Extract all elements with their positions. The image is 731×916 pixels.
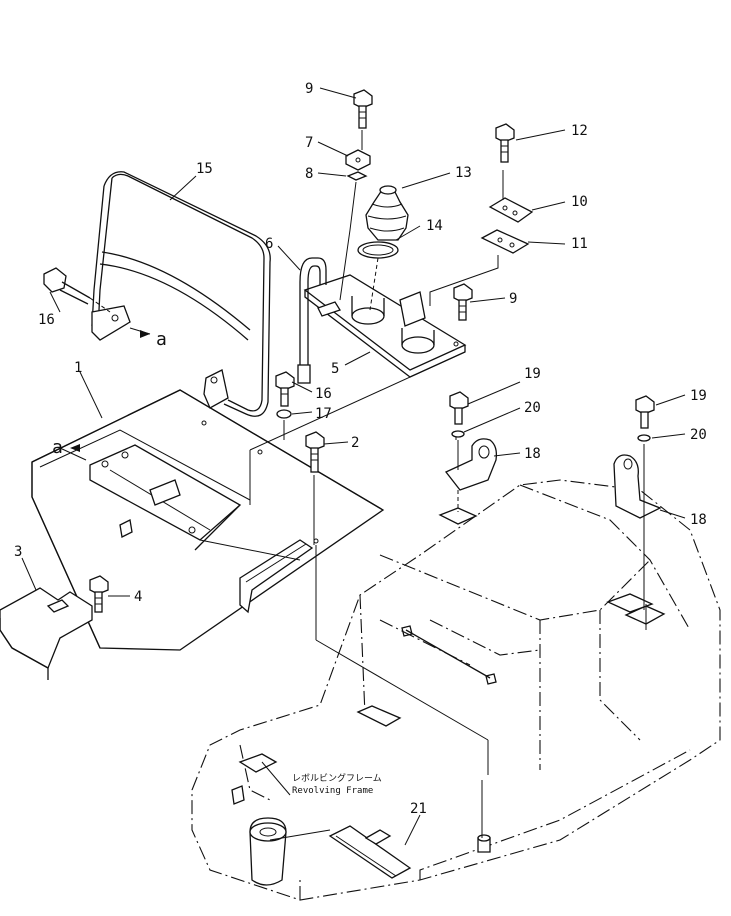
callout-17: 17 [315,406,332,422]
control-plate [303,274,467,378]
bolt-16-center [275,371,295,440]
callout-18-right: 18 [690,512,707,528]
bolt-12 [495,123,515,163]
callout-21: 21 [410,801,427,817]
bolt-9-top [353,89,373,150]
arrow-left-icon [70,444,80,452]
guard-rail [91,171,271,417]
callout-20-left: 20 [524,400,541,416]
callout-6: 6 [265,236,273,252]
callout-14: 14 [426,218,443,234]
bracket-18-right [613,454,662,519]
callouts: 1 2 3 4 5 6 7 8 9 9 10 11 12 13 14 15 16… [14,81,707,817]
callout-2: 2 [351,435,359,451]
boot-13 [365,185,409,241]
leader-lines [21,87,686,846]
callout-11: 11 [571,236,588,252]
rod-6 [297,257,327,384]
view-letter-a-cover: a [52,437,63,458]
callout-8: 8 [305,166,313,182]
bolt-4 [89,575,109,613]
clip-7-washer-8 [339,149,371,301]
callout-7: 7 [305,135,313,151]
callout-4: 4 [134,589,142,605]
plate-10-11 [429,170,534,306]
callout-12: 12 [571,123,588,139]
revolving-frame [191,479,721,901]
callout-1: 1 [74,360,82,376]
callout-19-right: 19 [690,388,707,404]
callout-15: 15 [196,161,213,177]
bracket-18-left [444,432,498,512]
callout-16-left: 16 [38,312,55,328]
callout-3: 3 [14,544,22,560]
callout-9-top: 9 [305,81,313,97]
bolt-19-left [449,391,469,438]
guide-lines [59,327,647,841]
frame-label-jp: レボルビングフレーム [292,772,382,784]
bolt-2 [305,431,325,545]
arrow-icons [70,330,150,452]
callout-9-right: 9 [509,291,517,307]
callout-5: 5 [331,361,339,377]
bolt-19-right [635,395,655,442]
plate-3 [0,587,93,680]
callout-19-left: 19 [524,366,541,382]
callout-10: 10 [571,194,588,210]
ring-14 [357,241,399,311]
view-letter-a-guard: a [156,329,167,350]
callout-18-left: 18 [524,446,541,462]
bolt-9-right [453,283,473,321]
arrow-right-icon [140,330,150,338]
callout-16-center: 16 [315,386,332,402]
bolt-16-left [43,267,111,313]
frame-label-en: Revolving Frame [292,786,373,796]
callout-20-right: 20 [690,427,707,443]
callout-13: 13 [455,165,472,181]
